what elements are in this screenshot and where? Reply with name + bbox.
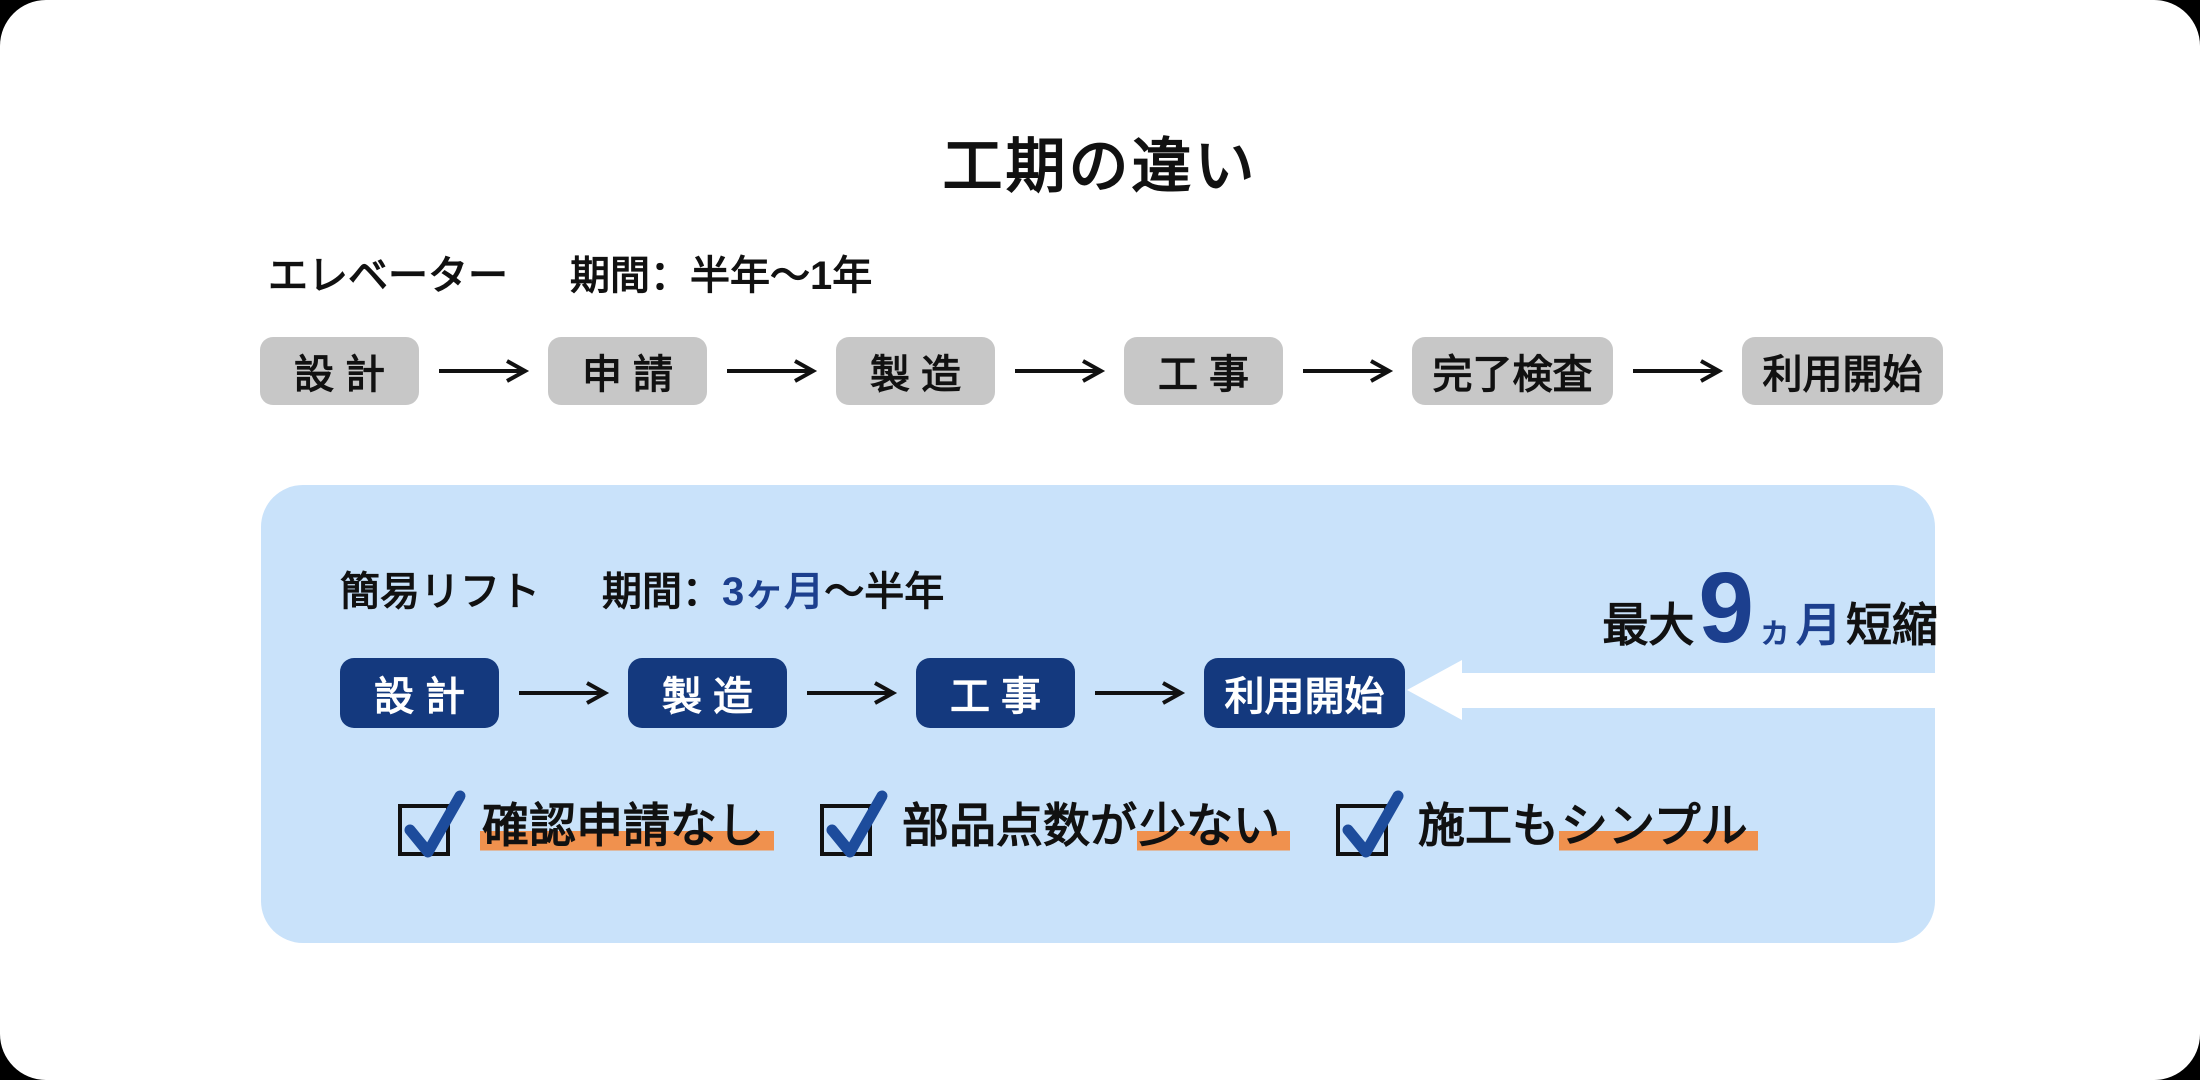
check-text: 施工もシンプル [1418,796,1758,856]
check-text-highlighted: シンプル [1559,799,1758,852]
lift-panel [261,485,1935,943]
check-item: 確認申請なし [398,790,774,858]
arrow-right-icon [1632,359,1723,383]
shorten-number: 9 [1698,552,1754,664]
check-text-plain: 部品点数が [902,799,1137,852]
page-title: 工期の違い [942,133,1258,200]
arrow-right-icon [806,681,897,705]
shorten-unit: 月 [1796,599,1842,651]
checkmark-icon [1342,790,1404,858]
elevator-period: 期間：半年～1年 [570,254,873,298]
left-arrow-icon [1407,660,2200,720]
check-text-highlighted: 少ない [1137,799,1290,852]
check-item: 部品点数が少ない [820,790,1290,858]
flow-step: 工 事 [1124,337,1283,405]
flow-step: 申 請 [548,337,707,405]
arrow-right-icon [1094,681,1185,705]
lift-section-header: 簡易リフト 期間：3ヶ月～半年 [340,570,944,614]
benefit-checklist: 確認申請なし 部品点数が少ない 施工もシンプル [398,790,1758,858]
check-text-highlighted: 確認申請なし [480,799,774,852]
arrow-right-icon [1302,359,1393,383]
flow-arrow [499,679,628,707]
lift-period-accent: 3ヶ月 [722,570,825,614]
shorten-suffix: 短縮 [1846,599,1938,651]
elevator-flow: 設 計 申 請 製 造 工 事 完了検査 利用開始 [260,337,1943,405]
lift-period-suffix: ～半年 [824,570,945,614]
lift-label: 簡易リフト [340,570,540,614]
flow-arrow [1075,679,1204,707]
elevator-label: エレベーター [268,254,508,298]
flow-step: 設 計 [340,658,499,728]
flow-step: 設 計 [260,337,419,405]
check-text: 確認申請なし [480,796,774,856]
arrow-right-icon [1014,359,1105,383]
lift-flow: 設 計 製 造 工 事 利用開始 [340,658,1405,728]
shorten-prefix: 最大 [1602,599,1695,651]
check-text-plain: 施工も [1418,799,1559,852]
flow-step: 製 造 [836,337,995,405]
flow-step: 利用開始 [1204,658,1405,728]
checkmark-icon [404,790,466,858]
checkbox-icon [398,790,466,858]
arrow-right-icon [518,681,609,705]
flow-arrow [419,357,548,385]
arrow-right-icon [726,359,817,383]
flow-arrow [707,357,836,385]
checkmark-icon [826,790,888,858]
elevator-section-header: エレベーター 期間：半年～1年 [268,254,872,298]
arrow-right-icon [438,359,529,383]
flow-arrow [995,357,1124,385]
flow-step: 工 事 [916,658,1075,728]
check-text: 部品点数が少ない [902,796,1290,856]
flow-step: 利用開始 [1742,337,1943,405]
check-item: 施工もシンプル [1336,790,1758,858]
lift-period: 期間：3ヶ月～半年 [602,570,944,614]
flow-step: 製 造 [628,658,787,728]
checkbox-icon [820,790,888,858]
lift-period-prefix: 期間： [602,570,722,614]
flow-arrow [1283,357,1412,385]
flow-arrow [787,679,916,707]
flow-step: 完了検査 [1412,337,1613,405]
flow-arrow [1613,357,1742,385]
shorten-unit-small: ヵ [1758,612,1792,650]
checkbox-icon [1336,790,1404,858]
shortening-annotation: 最大 9 ヵ 月 短縮 [1602,548,1938,658]
